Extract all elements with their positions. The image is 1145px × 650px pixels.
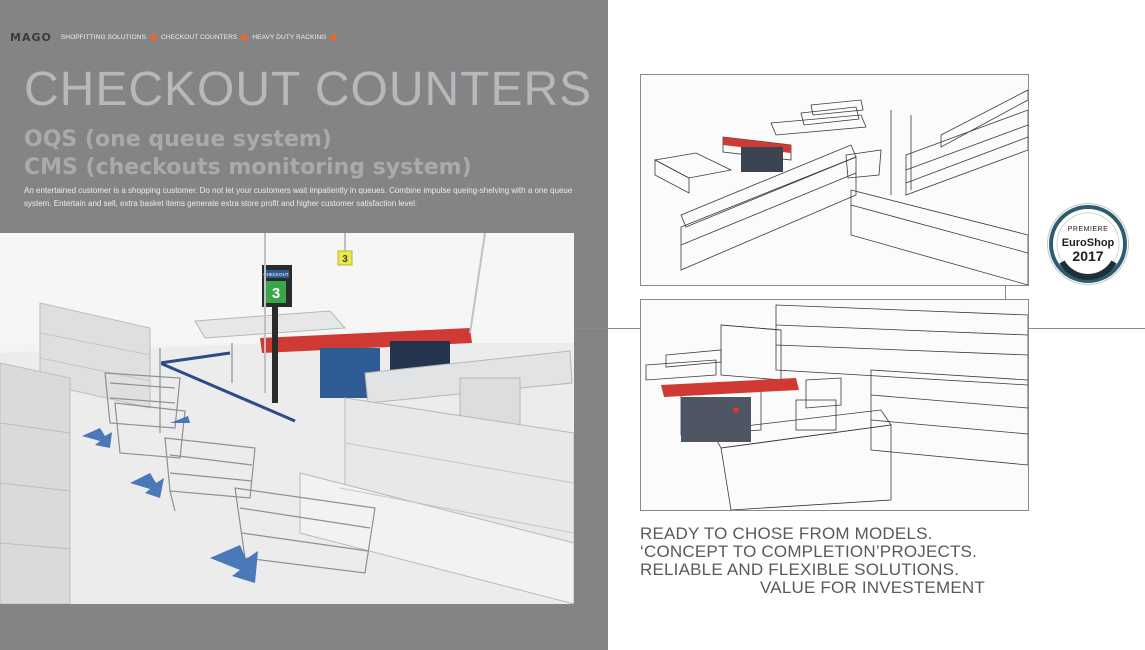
mago-logo[interactable]: MAGO <box>10 30 52 44</box>
connector-line <box>574 328 640 329</box>
hanging-sign-number: 3 <box>342 254 348 265</box>
intro-paragraph: An entertained customer is a shopping cu… <box>24 186 573 208</box>
checkout-scene-render: CHECKOUT 3 3 <box>0 233 574 604</box>
store-layout-illustration-bottom <box>645 304 1028 510</box>
nav-separator-dot-icon <box>150 33 158 41</box>
nav-item-checkout-counters[interactable]: CHECKOUT COUNTERS <box>161 33 238 41</box>
store-layout-illustration-top <box>653 89 1028 285</box>
nav-separator-dot-icon <box>241 33 249 41</box>
page-title: CHECKOUT COUNTERS <box>24 63 593 116</box>
cms-render-bottom <box>640 299 1029 511</box>
nav-separator-dot-icon <box>330 33 338 41</box>
badge-ring-icon <box>1049 205 1127 283</box>
monitor-title-label: CHECKOUT <box>263 272 289 277</box>
monitor-number-label: 3 <box>272 285 280 302</box>
connector-line <box>1027 328 1145 329</box>
left-panel: MAGO SHOPFITTING SOLUTIONS CHECKOUT COUN… <box>0 0 608 650</box>
tagline-line: READY TO CHOSE FROM MODELS. <box>640 524 933 543</box>
connector-line <box>1005 284 1006 299</box>
oqs-render-top <box>640 74 1029 286</box>
nav-item-heavy-duty-racking[interactable]: HEAVY DUTY RACKING <box>252 33 327 41</box>
checkout-scene-illustration: CHECKOUT 3 3 <box>0 233 574 604</box>
tagline-line: VALUE FOR INVESTEMENT <box>760 578 985 597</box>
tagline-line: RELIABLE AND FLEXIBLE SOLUTIONS. <box>640 560 960 579</box>
nav-item-shopfitting[interactable]: SHOPFITTING SOLUTIONS <box>60 33 147 41</box>
badge-premiere-label: PREMIERE <box>1067 226 1109 233</box>
badge-event-name: EuroShop <box>1061 237 1115 249</box>
top-navigation: MAGO SHOPFITTING SOLUTIONS CHECKOUT COUN… <box>10 30 338 44</box>
subtitle-oqs: OQS (one queue system) <box>24 127 332 152</box>
tagline-line: ‘CONCEPT TO COMPLETION’PROJECTS. <box>640 542 978 561</box>
subtitle-cms: CMS (checkouts monitoring system) <box>24 155 472 180</box>
badge-event-year: 2017 <box>1072 248 1104 264</box>
tagline-block: READY TO CHOSE FROM MODELS. ‘CONCEPT TO … <box>640 525 1040 597</box>
euroshop-2017-badge: PREMIERE EuroShop 2017 <box>1047 203 1129 285</box>
